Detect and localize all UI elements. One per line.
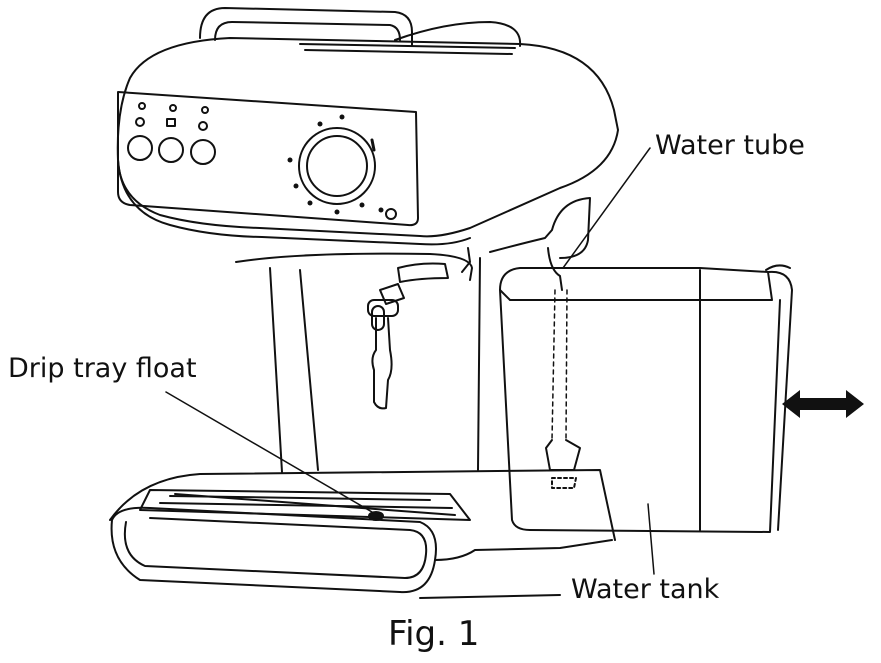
leader-lines [165, 147, 655, 575]
machine-head [116, 37, 619, 246]
drip-tray [109, 469, 616, 599]
water-tube [545, 247, 581, 489]
water-tube-label: Water tube [655, 130, 805, 161]
top-handle [199, 7, 522, 55]
water-tank-label: Water tank [571, 574, 720, 605]
water-tank-leader [647, 503, 655, 575]
drip-tray-float-leader [165, 391, 373, 513]
steam-wand [367, 262, 449, 410]
double-arrow-icon [782, 390, 864, 418]
control-panel [117, 91, 419, 227]
machine-column [235, 197, 591, 473]
figure-caption: Fig. 1 [388, 614, 480, 654]
drip-tray-float-label: Drip tray float [8, 353, 197, 384]
water-tank [499, 264, 793, 533]
water-tube-leader [562, 147, 651, 269]
